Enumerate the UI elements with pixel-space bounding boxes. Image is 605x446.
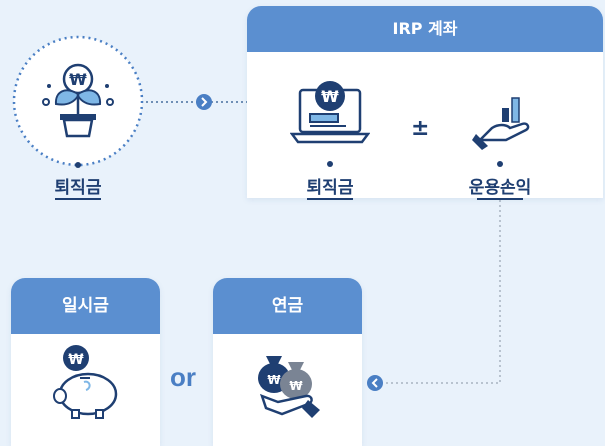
- pension-header: 연금: [213, 278, 362, 334]
- svg-text:₩: ₩: [69, 70, 87, 89]
- retirement-pay-label: 퇴직금: [54, 178, 102, 198]
- piggy-bank-icon: ₩: [53, 345, 118, 419]
- investment-pnl-dot: [497, 161, 503, 167]
- lump-sum-title: 일시금: [62, 296, 109, 316]
- lump-sum-header: 일시금: [11, 278, 160, 334]
- retirement-pay-dot: [75, 162, 81, 168]
- money-plant-icon: ₩: [42, 63, 114, 138]
- arrow-right-icon: [196, 94, 212, 110]
- irp-retirement-pay-label: 퇴직금: [306, 178, 354, 198]
- svg-text:₩: ₩: [289, 379, 303, 393]
- svg-text:₩: ₩: [321, 87, 339, 106]
- irp-account-header: IRP 계좌: [247, 6, 603, 52]
- connector-irp-to-pension: [378, 200, 501, 384]
- svg-text:₩: ₩: [68, 352, 84, 368]
- investment-pnl-underline: [477, 198, 523, 200]
- arrow-left-icon: [367, 375, 383, 391]
- laptop-icon: ₩: [290, 81, 370, 144]
- investment-growth-icon: [472, 97, 530, 150]
- or-label: or: [170, 362, 196, 392]
- irp-retirement-pay-dot: [327, 161, 333, 167]
- retirement-pay-node: ₩: [11, 34, 145, 168]
- plus-minus-sign: ±: [411, 116, 430, 141]
- investment-pnl-label: 운용손익: [468, 178, 532, 198]
- retirement-pay-underline: [55, 198, 101, 200]
- irp-retirement-pay-underline: [307, 198, 353, 200]
- irp-account-title: IRP 계좌: [392, 19, 458, 38]
- money-bags-hand-icon: ₩ ₩: [258, 356, 320, 418]
- pension-card: 연금: [213, 278, 362, 446]
- svg-text:₩: ₩: [267, 373, 281, 387]
- pension-title: 연금: [271, 296, 304, 316]
